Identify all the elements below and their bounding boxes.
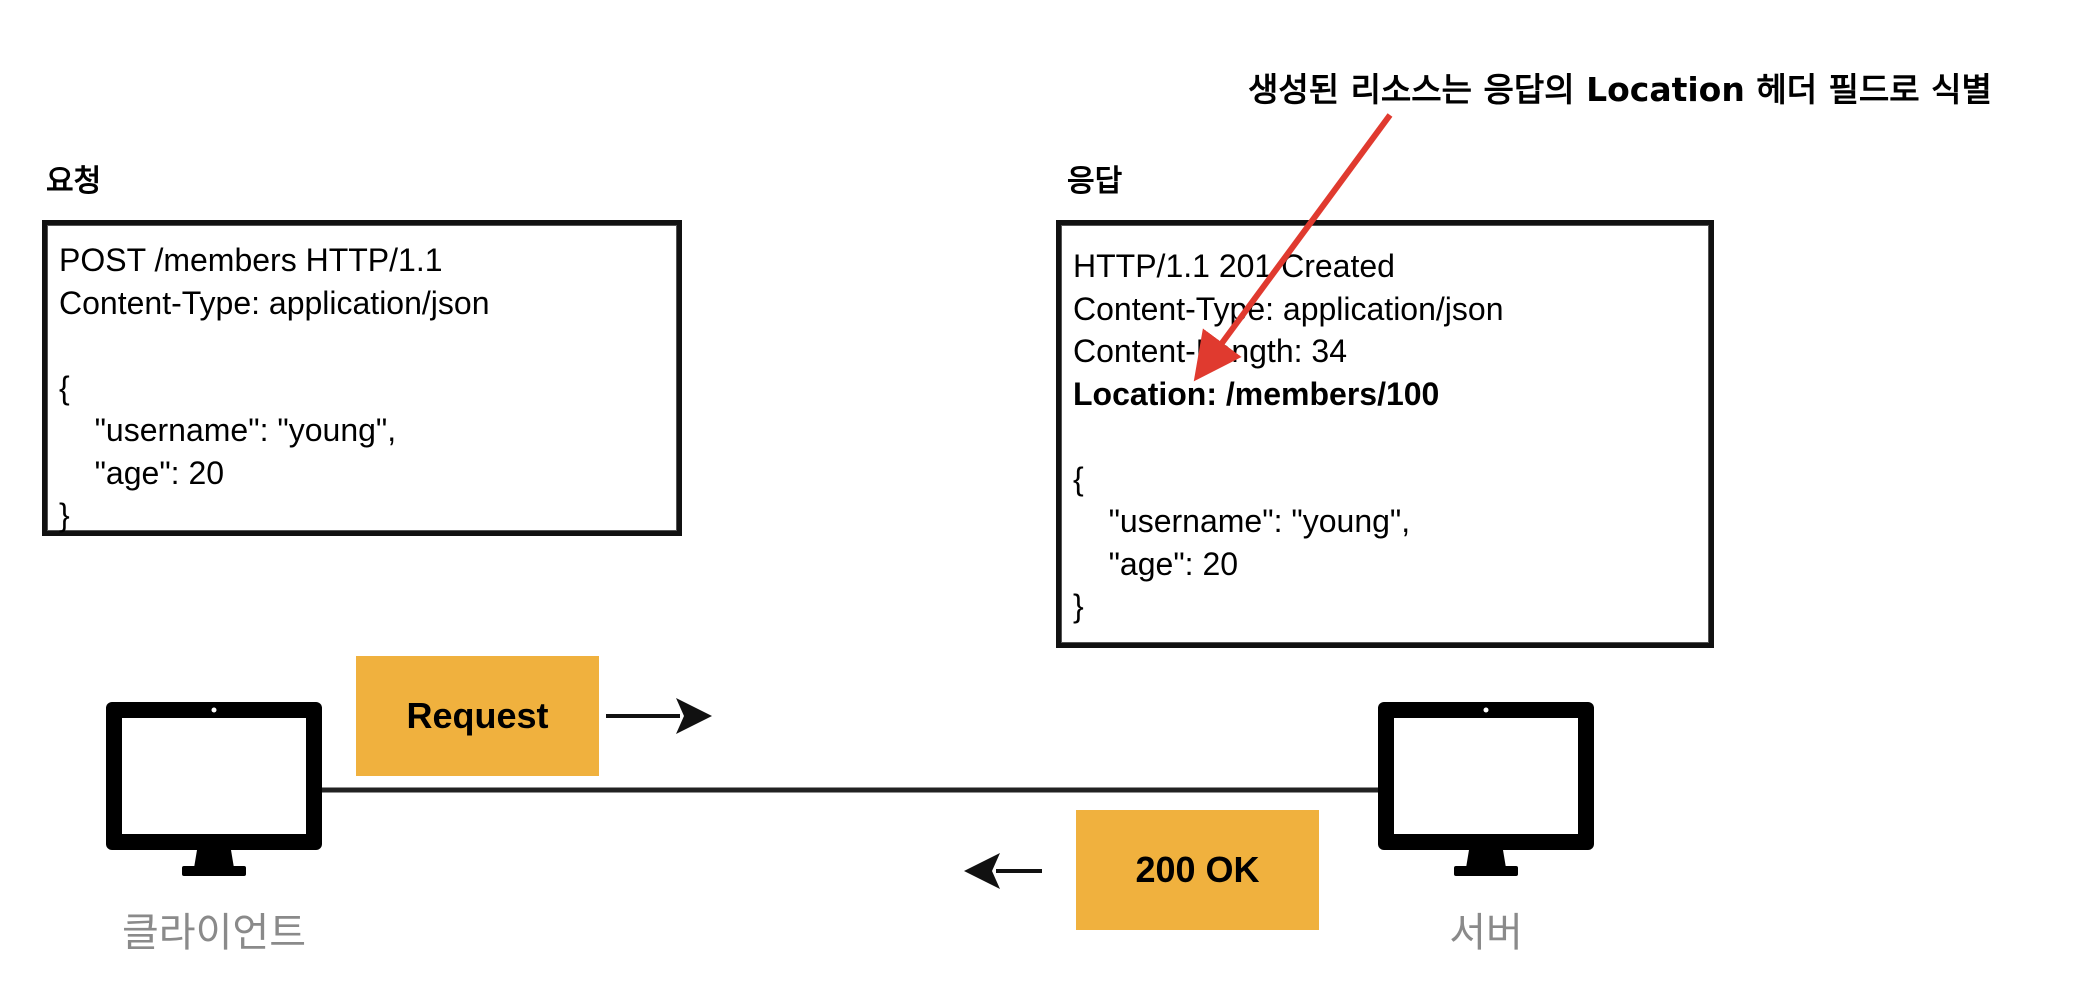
request-line: "username": "young", <box>59 412 397 448</box>
response-line: HTTP/1.1 201 Created <box>1073 248 1395 284</box>
response-location-line: Location: /members/100 <box>1073 375 1440 412</box>
response-arrow <box>964 853 1042 889</box>
client-monitor-icon <box>106 702 322 876</box>
response-message-box: HTTP/1.1 201 Created Content-Type: appli… <box>1056 220 1714 648</box>
response-line: } <box>1073 588 1084 624</box>
response-tag: 200 OK <box>1076 810 1319 930</box>
server-caption: 서버 <box>1449 910 1523 956</box>
response-line: { <box>1073 460 1084 497</box>
request-message-box: POST /members HTTP/1.1 Content-Type: app… <box>42 220 682 536</box>
response-line: "age": 20 <box>1073 545 1239 582</box>
request-line: { <box>59 369 70 406</box>
request-line: POST /members HTTP/1.1 <box>59 242 443 278</box>
response-line: "username": "young", <box>1073 503 1411 539</box>
request-label: 요청 <box>46 164 102 199</box>
server-monitor-icon <box>1378 702 1594 876</box>
request-tag: Request <box>356 656 599 776</box>
request-line: Content-Type: application/json <box>59 284 490 321</box>
response-line: Content-Length: 34 <box>1073 333 1347 369</box>
annotation-arrow <box>1193 113 1393 382</box>
request-line: } <box>59 497 70 533</box>
client-caption: 클라이언트 <box>122 910 306 956</box>
response-label: 응답 <box>1067 164 1123 199</box>
request-line: "age": 20 <box>59 454 225 491</box>
location-annotation: 생성된 리소스는 응답의 Location 헤더 필드로 식별 <box>1248 70 1992 109</box>
request-arrow <box>606 698 712 734</box>
